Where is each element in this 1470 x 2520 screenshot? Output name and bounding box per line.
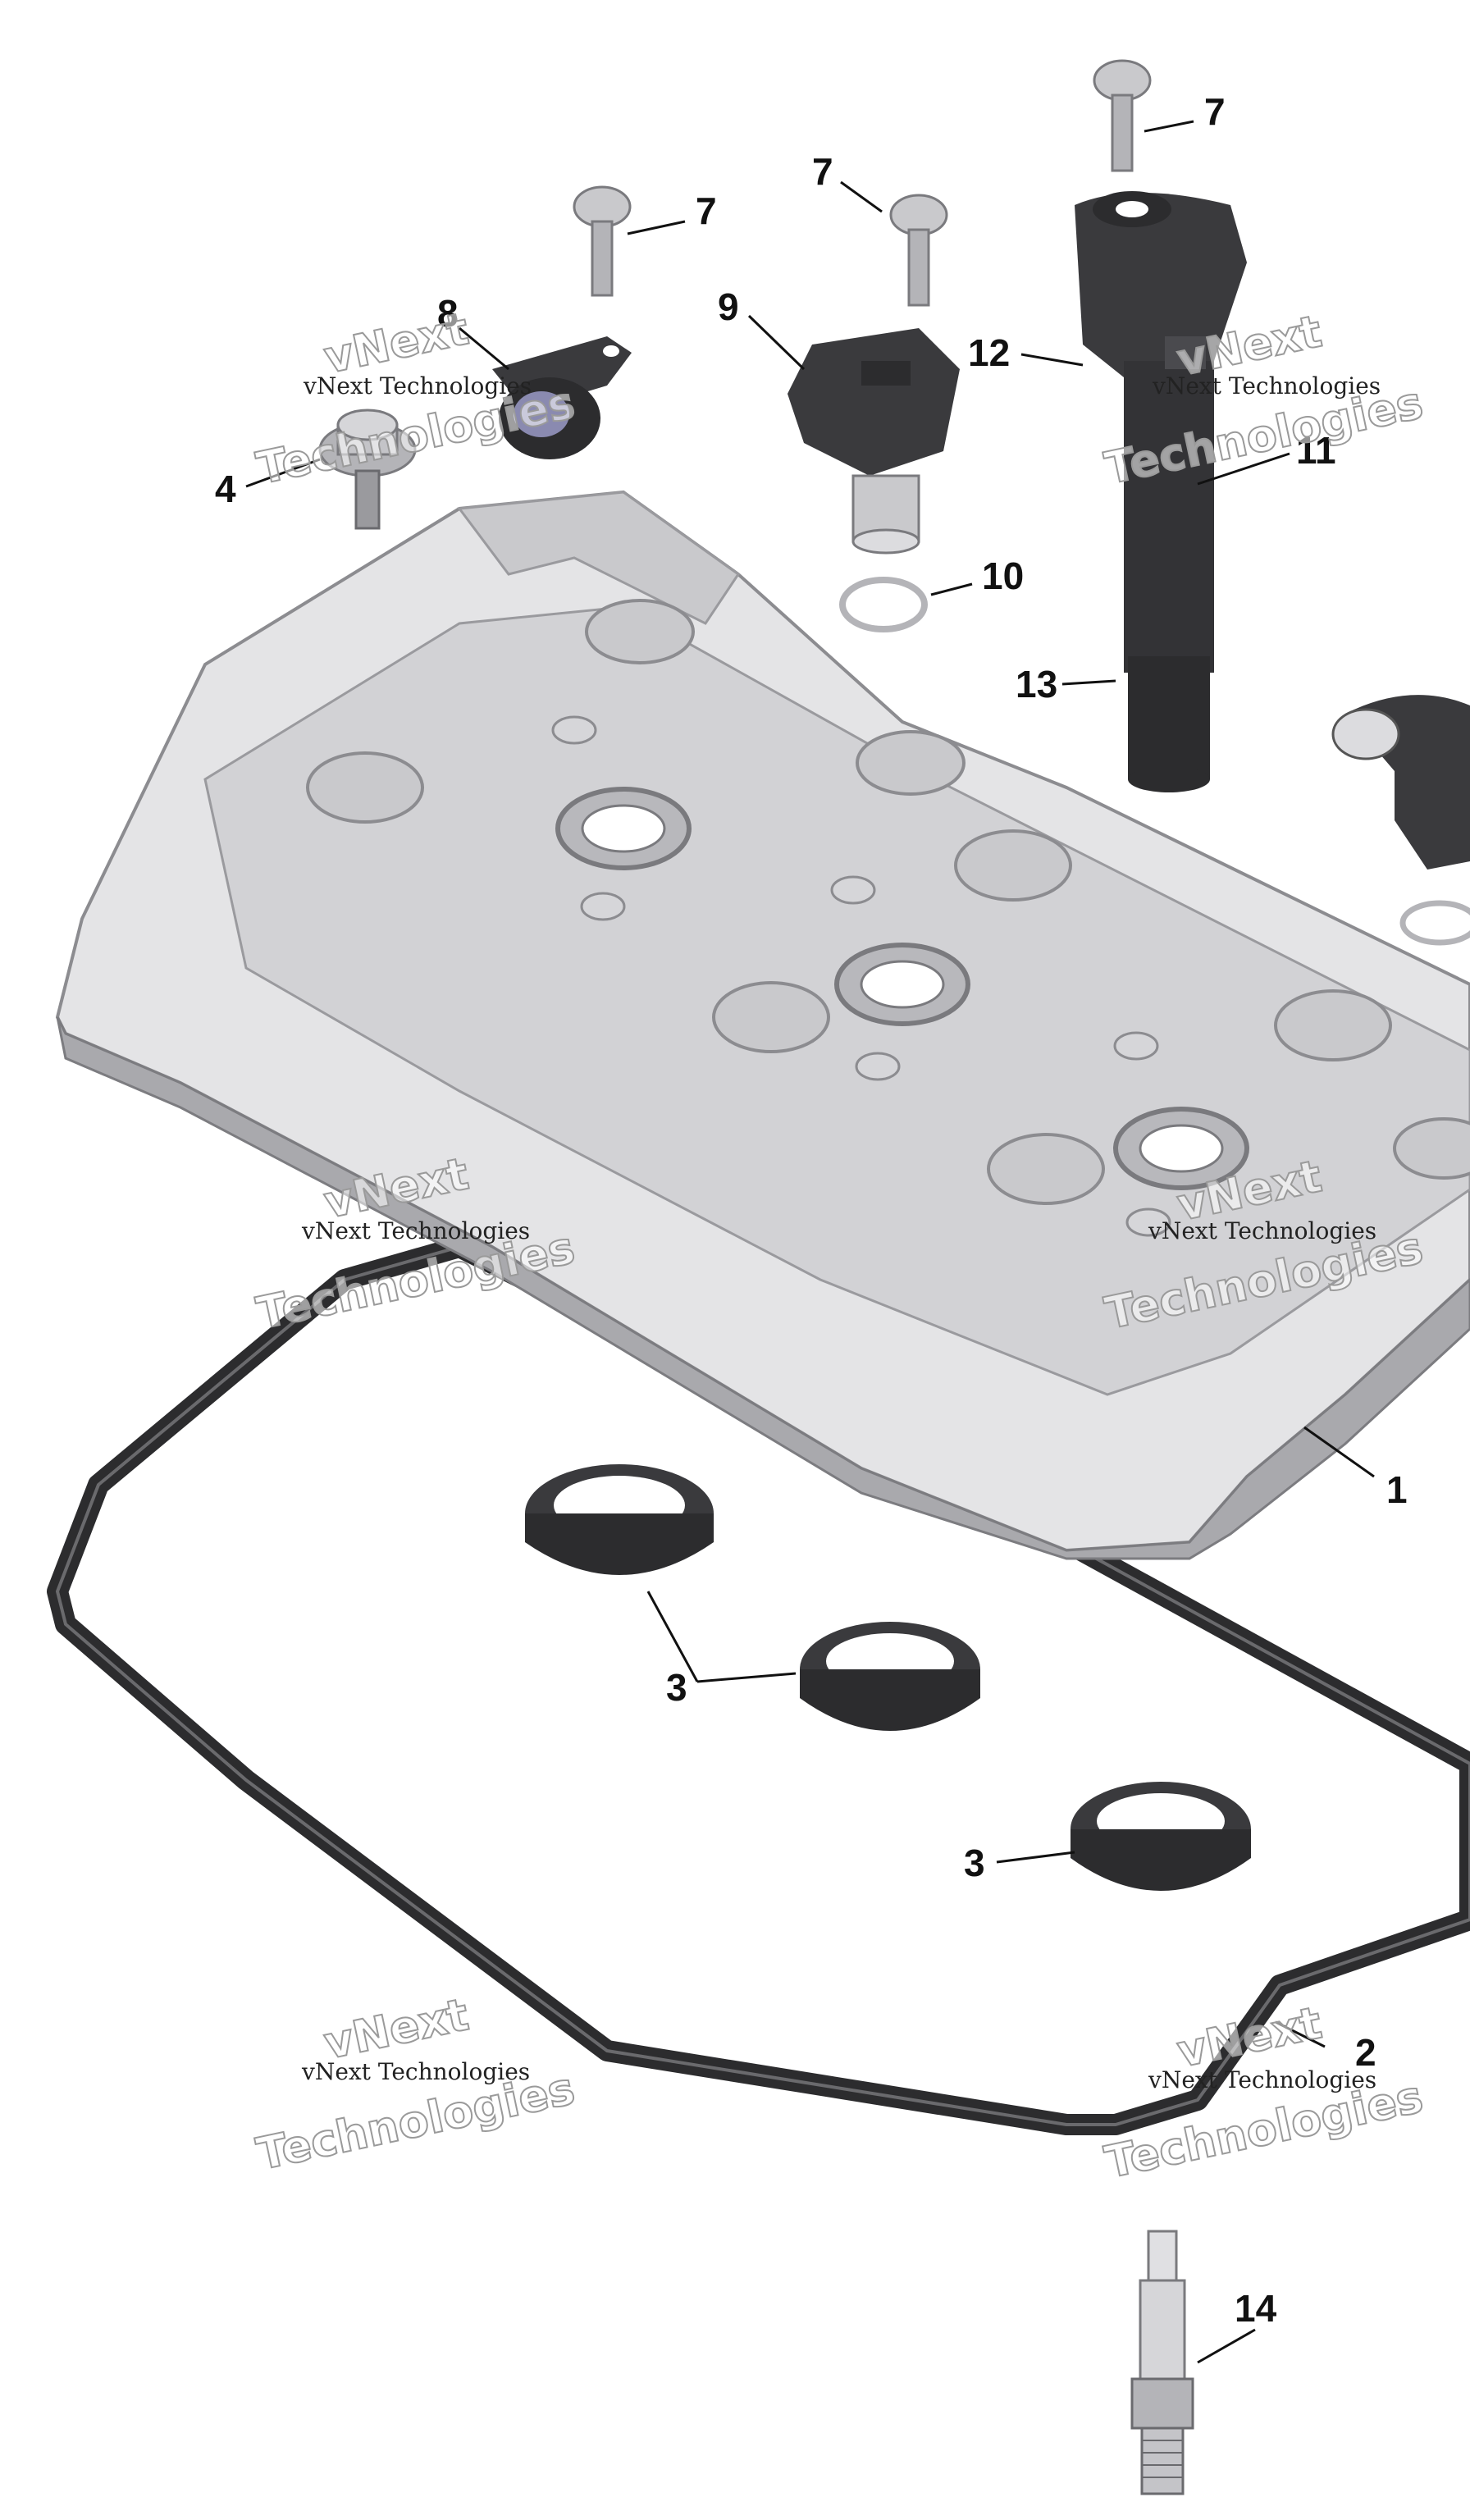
o-ring bbox=[839, 577, 928, 632]
callout-7-middle: 7 bbox=[812, 150, 833, 193]
valve-cover bbox=[55, 490, 1470, 1560]
watermark-word-1: vNext bbox=[1173, 1997, 1326, 2078]
callout-12: 12 bbox=[968, 331, 1010, 374]
ignition-coil bbox=[1075, 191, 1247, 792]
watermark-brand: vNext Technologies bbox=[301, 1217, 530, 1244]
cam-seal-upper bbox=[525, 1464, 714, 1575]
callout-7-right: 7 bbox=[1204, 90, 1226, 133]
watermark-brand: vNext Technologies bbox=[1148, 1217, 1376, 1244]
watermark-brand: vNext Technologies bbox=[303, 372, 532, 399]
watermark-word-1: vNext bbox=[320, 1988, 473, 2070]
watermark-bottom-right: vNext Technologies vNext Technologies bbox=[1100, 1996, 1428, 2189]
callout-8: 8 bbox=[437, 292, 459, 335]
callout-14: 14 bbox=[1235, 2287, 1277, 2330]
bolt-right bbox=[1093, 59, 1152, 172]
watermark-brand: vNext Technologies bbox=[301, 2058, 530, 2085]
elbow-fitting bbox=[1331, 695, 1470, 946]
leader-lines bbox=[245, 120, 1375, 2364]
bolt-middle bbox=[889, 194, 948, 307]
cam-seal-middle bbox=[800, 1622, 980, 1731]
camshaft-position-sensor bbox=[788, 328, 960, 555]
callout-3-upper: 3 bbox=[666, 1666, 687, 1709]
callout-1: 1 bbox=[1386, 1468, 1408, 1511]
callout-10: 10 bbox=[982, 555, 1024, 597]
cover-bosses bbox=[306, 599, 1392, 1205]
watermark-bottom-left: vNext Technologies vNext Technologies bbox=[252, 1988, 580, 2181]
callout-2: 2 bbox=[1355, 2031, 1376, 2074]
cam-seal-lower bbox=[1071, 1782, 1251, 1891]
callout-labels: 1 2 3 3 4 7 7 7 8 9 10 11 12 13 14 bbox=[215, 90, 1408, 2330]
flange-bolt bbox=[318, 409, 417, 530]
spark-plug bbox=[1130, 2230, 1194, 2495]
callout-11: 11 bbox=[1296, 429, 1336, 472]
callout-7-left: 7 bbox=[696, 189, 717, 232]
callout-9: 9 bbox=[718, 285, 739, 328]
watermark-brand: vNext Technologies bbox=[1148, 2066, 1376, 2093]
watermark-brand: vNext Technologies bbox=[1152, 372, 1381, 399]
clip bbox=[492, 336, 632, 459]
bolt-left bbox=[573, 185, 632, 297]
callout-13: 13 bbox=[1016, 663, 1057, 705]
callout-3-lower: 3 bbox=[964, 1842, 985, 1884]
watermark-top-left: vNext Technologies vNext Technologies bbox=[252, 302, 580, 495]
watermark-word-1: vNext bbox=[320, 303, 473, 384]
callout-4: 4 bbox=[215, 468, 236, 510]
